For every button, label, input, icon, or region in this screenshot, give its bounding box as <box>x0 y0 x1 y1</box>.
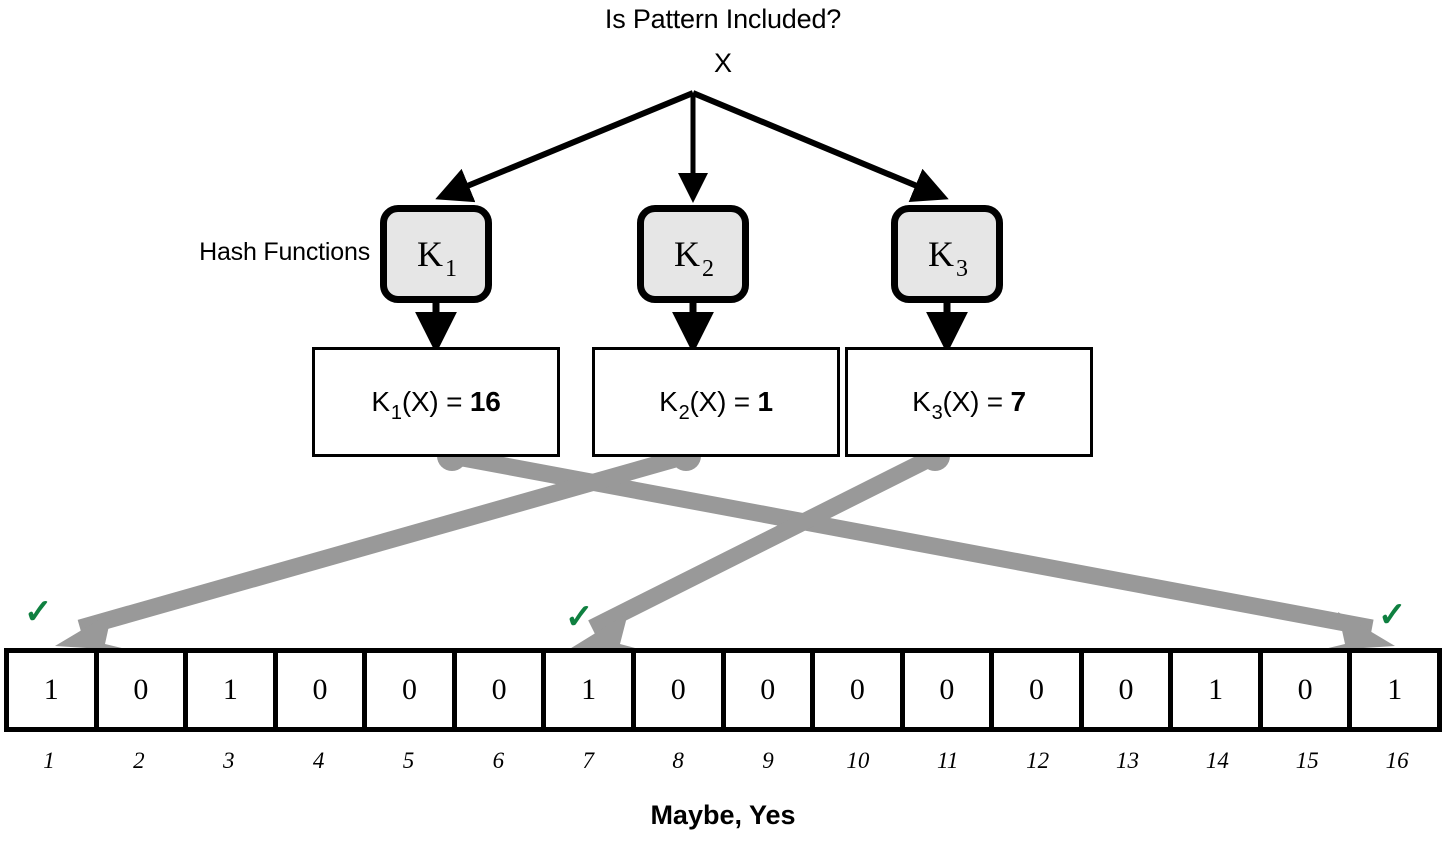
hash-result-2-text: K2(X) = 1 <box>659 386 773 424</box>
bit-index: 4 <box>312 748 325 773</box>
hash-functions-label: Hash Functions <box>199 238 370 266</box>
bit-cell[interactable]: 0 <box>277 653 368 727</box>
connector-k3-to-cell7 <box>588 448 939 636</box>
check-icon-cell-16: ✓ <box>1378 596 1407 634</box>
bit-index: 12 <box>1026 748 1050 773</box>
bit-cell[interactable]: 0 <box>367 653 457 727</box>
hash-result-box-3: K3(X) = 7 <box>845 347 1093 457</box>
bit-cell[interactable]: 0 <box>635 653 726 727</box>
bit-index: 9 <box>762 748 774 773</box>
conclusion-label: Maybe, Yes <box>650 800 796 830</box>
bit-cell[interactable]: 1 <box>188 653 278 727</box>
hash-result-box-1: K1(X) = 16 <box>312 347 560 457</box>
check-icon-cell-1: ✓ <box>24 593 53 631</box>
gray-connectors <box>55 441 1395 652</box>
hash-function-box-k3[interactable]: K3 <box>891 205 1003 303</box>
hash-function-k3-label: K3 <box>928 234 968 282</box>
input-pattern-label: X <box>713 48 732 78</box>
arrow-x-to-k3 <box>691 90 949 203</box>
bit-index: 2 <box>133 748 145 773</box>
bit-cell[interactable]: 0 <box>98 653 189 727</box>
bit-index: 7 <box>582 748 594 773</box>
bit-index: 16 <box>1385 748 1409 773</box>
diagram-title: Is Pattern Included? <box>604 4 842 34</box>
bit-index: 3 <box>222 748 235 773</box>
bit-cell[interactable]: 0 <box>904 653 995 727</box>
connector-k2-to-cell1 <box>77 447 689 637</box>
bit-cell[interactable]: 0 <box>456 653 547 727</box>
bit-index: 15 <box>1295 748 1319 773</box>
hash-result-box-2: K2(X) = 1 <box>592 347 840 457</box>
check-icon-cell-7: ✓ <box>565 598 594 636</box>
bit-cell[interactable]: 0 <box>815 653 905 727</box>
arrow-x-to-k1 <box>435 90 695 203</box>
bit-cell[interactable]: 0 <box>994 653 1084 727</box>
bit-index: 10 <box>846 748 870 773</box>
bit-array: 1 0 1 0 0 0 1 0 0 0 0 0 0 1 0 1 <box>4 648 1442 732</box>
bit-cell[interactable]: 1 <box>1352 653 1437 727</box>
hash-function-box-k2[interactable]: K2 <box>637 205 749 303</box>
x-to-hash-arrows <box>435 90 949 204</box>
hash-result-3-text: K3(X) = 7 <box>912 386 1026 424</box>
bit-index: 14 <box>1205 748 1229 773</box>
bit-index: 6 <box>492 748 505 773</box>
hash-function-k1-label: K1 <box>417 234 457 282</box>
bit-index: 8 <box>672 748 684 773</box>
bit-index-row: 1 2 3 4 5 6 7 8 9 10 11 12 13 14 15 16 <box>4 748 1442 782</box>
bit-index: 5 <box>402 748 415 773</box>
hash-result-1-text: K1(X) = 16 <box>371 386 501 424</box>
bit-cell[interactable]: 0 <box>1083 653 1174 727</box>
hash-function-k2-label: K2 <box>674 234 714 282</box>
bit-index: 1 <box>43 748 55 773</box>
bit-cell[interactable]: 1 <box>546 653 636 727</box>
bit-cell[interactable]: 1 <box>9 653 99 727</box>
arrowhead-cell1 <box>55 612 134 651</box>
bit-cell[interactable]: 1 <box>1173 653 1263 727</box>
bit-cell[interactable]: 0 <box>1262 653 1353 727</box>
hash-to-result-arrows <box>415 302 968 354</box>
bit-index: 11 <box>937 748 959 773</box>
bit-index: 13 <box>1115 748 1139 773</box>
bit-cell[interactable]: 0 <box>725 653 816 727</box>
hash-function-box-k1[interactable]: K1 <box>380 205 492 303</box>
